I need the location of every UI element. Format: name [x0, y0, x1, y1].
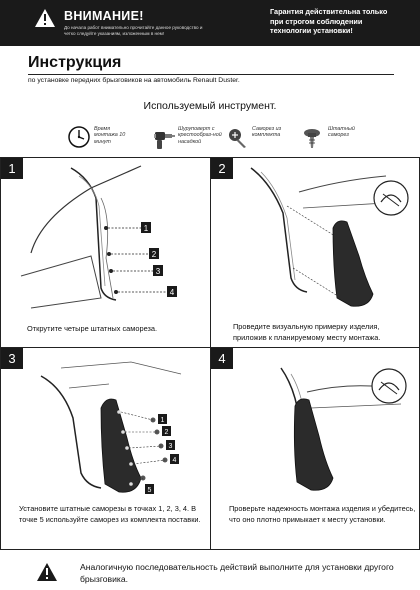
warning-title: ВНИМАНИЕ!: [64, 9, 144, 23]
warning-text: До начала работ внимательно прочитайте д…: [64, 25, 203, 36]
marker-2: 2: [165, 429, 169, 436]
step-3-panel: 1 2 3 4 5 3 Установите штатные саморезы …: [0, 347, 211, 550]
screw-icon: [229, 129, 246, 148]
tool-label: Шуруповерт с крестообраз-ной насадкой: [178, 126, 222, 145]
marker-4: 4: [170, 288, 175, 297]
page-title: Инструкция: [28, 54, 122, 71]
step-caption: Проведите визуальную примерку изделия, п…: [233, 322, 381, 342]
footer-note: Аналогичную последовательность действий …: [0, 556, 420, 590]
step-caption: Установите штатные саморезы в точках 1, …: [19, 504, 201, 524]
screwdriver-icon: [154, 132, 175, 149]
step-caption: Открутите четыре штатных самореза.: [27, 324, 158, 333]
tool-label: Время монтажа 10 минут: [94, 126, 126, 145]
marker-1: 1: [161, 417, 165, 424]
step-1-illustration: 1 2 3 4: [20, 165, 177, 309]
step-4-panel: 4 Проверьте надежность монтажа изделия и…: [210, 347, 420, 550]
step-number: 1: [1, 158, 23, 179]
eye-check-icon: [373, 180, 409, 216]
tool-label: Саморез из комплекта: [252, 126, 282, 139]
warning-icon: [37, 563, 57, 581]
step-number: 3: [1, 348, 23, 369]
eye-check-icon: [371, 368, 407, 404]
page-subtitle: по установке передних брызговиков на авт…: [28, 77, 240, 84]
clock-icon: [68, 126, 90, 148]
marker-2: 2: [152, 250, 157, 259]
step-1-panel: 1 2 3 4 1 Открутите четыре штатных самор…: [0, 157, 211, 348]
marker-4: 4: [173, 457, 177, 464]
step-caption: Проверьте надежность монтажа изделия и у…: [229, 504, 416, 524]
marker-1: 1: [144, 224, 149, 233]
step-number: 2: [211, 158, 233, 179]
step-3-illustration: 1 2 3 4 5: [40, 361, 182, 494]
tool-label: Штатный саморез: [328, 126, 355, 139]
marker-3: 3: [156, 267, 161, 276]
step-2-illustration: [250, 167, 409, 307]
footer-note-text: Аналогичную последовательность действий …: [80, 562, 394, 584]
guarantee-text: Гарантия действительна только при строго…: [270, 7, 388, 35]
step-number: 4: [211, 348, 233, 369]
step-4-illustration: [280, 367, 407, 491]
warning-header: ВНИМАНИЕ! До начала работ внимательно пр…: [0, 0, 420, 46]
factory-screw-icon: [304, 129, 320, 148]
title-divider: [28, 74, 394, 75]
marker-5: 5: [148, 487, 152, 494]
marker-3: 3: [169, 443, 173, 450]
tools-title: Используемый инструмент.: [143, 100, 277, 112]
step-2-panel: 2 Проведите визуальную примерку изделия,…: [210, 157, 420, 348]
warning-icon: [35, 9, 55, 27]
